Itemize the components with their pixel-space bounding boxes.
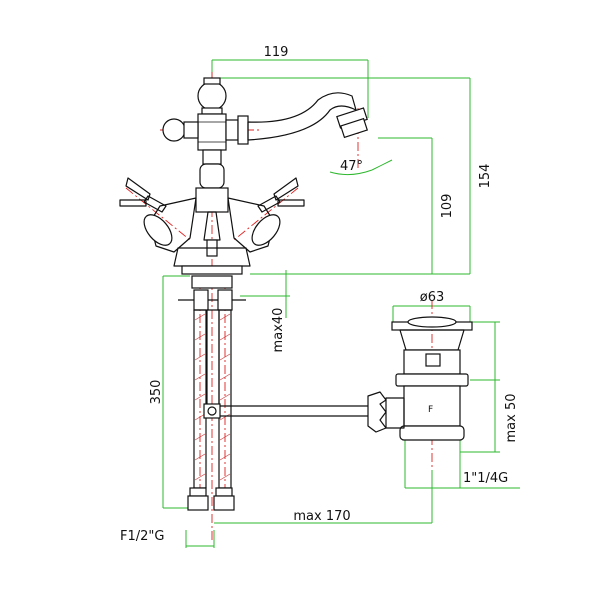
supply-hoses <box>178 275 246 511</box>
dim-spout-reach: 119 <box>264 45 289 60</box>
dimension-labels: 119 154 109 47° max40 350 ø63 max 50 1"1… <box>120 45 519 544</box>
dim-inlet-thread: F1/2"G <box>120 529 164 544</box>
dim-waste-thread: 1"1/4G <box>463 471 508 486</box>
dim-spout-height: 109 <box>440 194 455 219</box>
dim-rod-length: max 170 <box>293 509 350 524</box>
dim-hose-length: 350 <box>149 380 164 405</box>
svg-text:F: F <box>428 405 433 415</box>
dim-deck-thickness: max40 <box>271 308 286 353</box>
pop-up-rod <box>220 391 387 433</box>
centerlines <box>125 72 433 540</box>
waste-fitting: F <box>385 316 473 441</box>
mixer-body <box>119 77 369 275</box>
dim-swivel-angle: 47° <box>340 159 363 174</box>
dim-waste-diameter: ø63 <box>420 290 445 305</box>
dim-waste-height: max 50 <box>504 394 519 443</box>
dim-overall-height: 154 <box>478 164 493 189</box>
